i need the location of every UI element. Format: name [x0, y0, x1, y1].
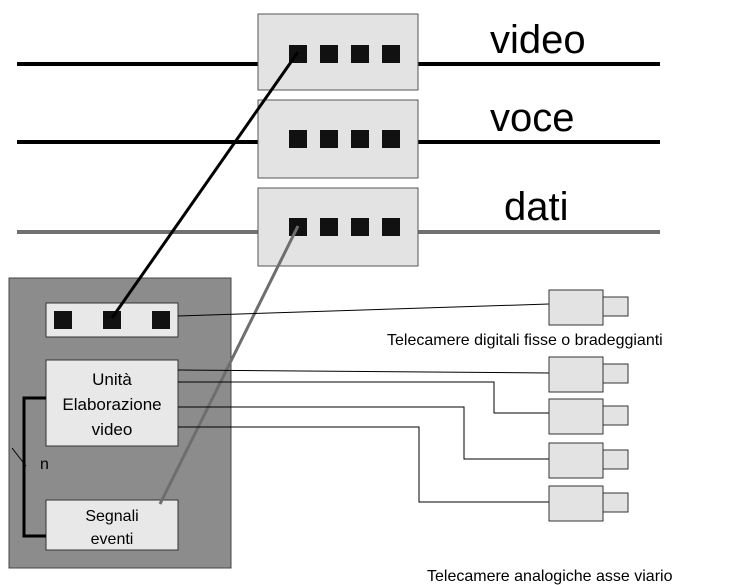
- switch-port: [320, 218, 338, 236]
- video-processing-unit: [45, 359, 179, 447]
- switch-port: [289, 130, 307, 148]
- switch-port: [351, 45, 369, 63]
- data-network-label: dati: [504, 185, 569, 229]
- analog-cameras-caption: Telecamere analogiche asse viario: [427, 568, 673, 585]
- multiplicity-bracket: [22, 396, 46, 538]
- switch-port: [320, 130, 338, 148]
- events-label-line-2: eventi: [91, 531, 134, 548]
- digital-cameras-caption: Telecamere digitali fisse o bradeggianti: [387, 332, 663, 349]
- strip-port: [54, 311, 72, 329]
- link-events-to-data-switch: [158, 225, 300, 505]
- strip-port: [152, 311, 170, 329]
- data-switch: [257, 187, 419, 267]
- event-signals-box: [45, 499, 179, 551]
- multiplicity-label: n: [40, 456, 49, 473]
- strip-port: [103, 311, 121, 329]
- switch-port: [382, 45, 400, 63]
- analog-camera-icon: [548, 442, 629, 479]
- multiplicity-tick: [11, 447, 27, 467]
- video-network-label: video: [490, 18, 586, 62]
- switch-port: [351, 130, 369, 148]
- unit-label-line-2: Elaborazione: [62, 395, 161, 414]
- switch-port: [382, 130, 400, 148]
- enclosure-port-strip: [45, 302, 179, 338]
- switch-port: [382, 218, 400, 236]
- link-strip-to-digital-camera: [177, 303, 550, 317]
- digital-camera-icon: [548, 289, 629, 326]
- analog-camera-icon: [548, 485, 629, 522]
- switch-port: [351, 218, 369, 236]
- analog-camera-wiring: [177, 369, 550, 503]
- analog-camera-icon: [548, 356, 629, 393]
- events-label-line-1: Segnali: [85, 508, 138, 525]
- video-switch: [257, 13, 419, 91]
- unit-label-line-1: Unità: [92, 370, 132, 389]
- analog-camera-icon: [548, 398, 629, 435]
- link-strip-to-video-switch: [110, 51, 300, 319]
- voice-switch: [257, 99, 419, 179]
- voice-network-label: voce: [490, 96, 575, 140]
- unit-label-line-3: video: [92, 420, 133, 439]
- switch-port: [320, 45, 338, 63]
